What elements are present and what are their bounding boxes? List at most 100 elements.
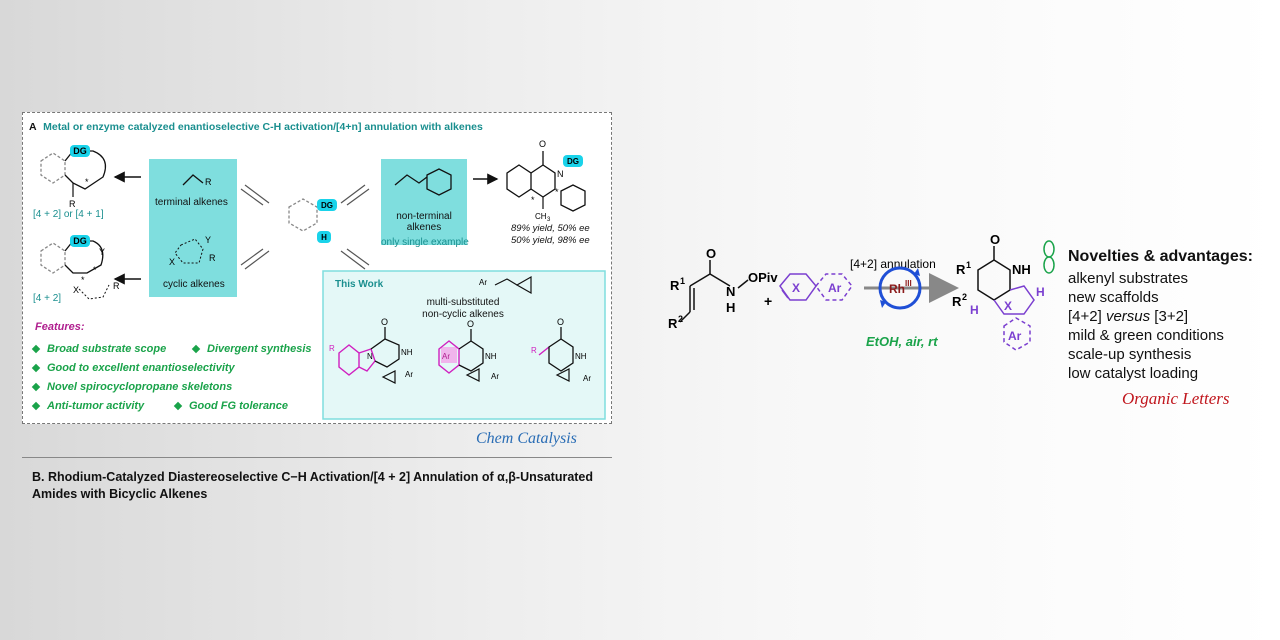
tw-r-3: R <box>531 346 537 355</box>
tw-r: R <box>329 344 335 353</box>
feature-text: Broad substrate scope <box>47 343 167 355</box>
yield-1: 89% yield, 50% ee <box>511 223 590 234</box>
novelty-item: mild & green conditions <box>1068 327 1224 344</box>
product-star-1: * <box>531 195 535 205</box>
catalytic-cycle-icon <box>878 266 922 310</box>
features-title: Features: <box>35 321 85 333</box>
feature-item: Good to excellent enantioselectivity <box>31 362 235 374</box>
feature-item: Broad substrate scope <box>31 343 167 355</box>
tw-product-1: R O N NH Ar <box>329 317 413 384</box>
product-o-label: O <box>990 232 1000 247</box>
catalyst-rh: Rh <box>889 282 905 296</box>
panel-b-title: B. Rhodium-Catalyzed Diastereoselective … <box>32 469 622 503</box>
product-ch3: CH <box>535 212 547 221</box>
novelty-item: [4+2] versus [3+2] <box>1068 307 1188 326</box>
product-nh-label: NH <box>1012 262 1031 277</box>
novelty-text: [4+2] <box>1068 308 1106 325</box>
plus-sign: + <box>764 293 772 309</box>
this-work-desc: multi-substituted non-cyclic alkenes <box>403 297 523 321</box>
panel-b-title-line1: B. Rhodium-Catalyzed Diastereoselective … <box>32 470 594 484</box>
o-label: O <box>706 246 716 261</box>
tw-o-1: O <box>381 317 388 327</box>
non-terminal-line1: non-terminal <box>396 211 452 222</box>
panel-a-letter: A <box>29 121 37 133</box>
conditions-label: EtOH, air, rt <box>866 334 938 349</box>
r1-label: R <box>670 278 680 293</box>
feature-item: Anti-tumor activity <box>31 400 145 412</box>
terminal-r: R <box>205 177 212 187</box>
tw-product-3: R O NH Ar <box>531 317 591 383</box>
novelty-item: scale-up synthesis <box>1068 346 1192 363</box>
panel-a: A Metal or enzyme catalyzed enantioselec… <box>22 112 612 424</box>
product-n: N <box>557 169 564 179</box>
panel-b-title-line2: Amides with Bicyclic Alkenes <box>32 487 208 501</box>
reaction-scheme: R 1 R 2 O N H OPiv + X Ar [4+2] annulati… <box>668 232 1045 351</box>
center-arene: DG H <box>288 198 337 243</box>
dg-label-2: DG <box>73 236 87 246</box>
center-dg: DG <box>321 201 333 210</box>
panel-a-heading: A Metal or enzyme catalyzed enantioselec… <box>29 121 483 133</box>
feature-item: Novel spirocyclopropane skeletons <box>31 381 232 393</box>
cyclic-x: X <box>169 257 175 267</box>
tw-product-2: Ar O NH Ar <box>438 319 499 382</box>
this-work-title: This Work <box>335 279 384 290</box>
feature-text: Divergent synthesis <box>207 343 312 355</box>
this-work-box <box>322 270 606 420</box>
stereo-star-3: * <box>93 265 97 275</box>
y-label: Y <box>99 247 105 257</box>
diamond-icon <box>31 382 41 392</box>
tw-n-1: N <box>367 352 373 361</box>
tw-ar-ring: Ar <box>442 352 450 361</box>
cyclic-alkenes-label: cyclic alkenes <box>163 279 225 290</box>
product-ar-label: Ar <box>1008 329 1022 343</box>
cyclic-y: Y <box>205 235 211 245</box>
catalyst-sup: III <box>905 279 912 288</box>
tw-nh-1: NH <box>401 348 413 357</box>
nh-h-label: H <box>726 300 735 315</box>
tw-o-2: O <box>467 319 474 329</box>
annulation-label: [4+2] annulation <box>850 257 936 271</box>
r2-sup: 2 <box>678 314 683 324</box>
only-single-example: only single example <box>381 237 469 248</box>
novelties-title: Novelties & advantages: <box>1068 248 1253 265</box>
alkene-box-right <box>381 159 467 245</box>
r2-label: R <box>668 316 678 331</box>
caption-terminal-product: [4 + 2] or [4 + 1] <box>33 209 104 220</box>
product-r2-label: R <box>952 294 962 309</box>
feature-text: Anti-tumor activity <box>47 400 145 412</box>
diamond-icon <box>31 344 41 354</box>
novelty-tail: [3+2] <box>1150 308 1189 325</box>
cyclic-r: R <box>209 253 216 263</box>
novelty-item: low catalyst loading <box>1068 365 1199 382</box>
product-ch3-sub: 3 <box>547 217 551 223</box>
journal-organic-letters: Organic Letters <box>1122 389 1230 408</box>
panel-a-title: Metal or enzyme catalyzed enantioselecti… <box>43 121 483 133</box>
product-r2-sup: 2 <box>962 292 967 302</box>
dg-label: DG <box>73 146 87 156</box>
r-label-2: R <box>113 281 120 291</box>
tw-nh-2: NH <box>485 352 497 361</box>
double-arrows <box>240 184 370 270</box>
diamond-icon <box>191 344 201 354</box>
r1-sup: 1 <box>680 276 685 286</box>
product-x-label: X <box>1004 299 1012 313</box>
terminal-alkenes-label: terminal alkenes <box>155 197 228 208</box>
stereo-star: * <box>85 177 89 187</box>
tw-ar: Ar <box>479 278 487 287</box>
x-label: X <box>792 281 800 295</box>
product-o: O <box>539 139 546 149</box>
orbital-icon <box>1043 240 1055 274</box>
novelty-item: alkenyl substrates <box>1068 270 1189 287</box>
non-terminal-label: non-terminal alkenes <box>393 211 455 233</box>
n-label: N <box>726 284 735 299</box>
x-label: X <box>73 285 79 295</box>
yield-2: 50% yield, 98% ee <box>511 235 590 246</box>
ar-label: Ar <box>828 281 842 295</box>
product-dg: DG <box>567 157 579 166</box>
product-cyclic-left: DG * * Y X R <box>40 235 120 300</box>
opiv-label: OPiv <box>748 270 778 285</box>
product-terminal-left: DG * R <box>40 145 107 209</box>
feature-item: Good FG tolerance <box>173 400 288 412</box>
tw-nh-3: NH <box>575 352 587 361</box>
dg-badge-2 <box>70 235 90 247</box>
